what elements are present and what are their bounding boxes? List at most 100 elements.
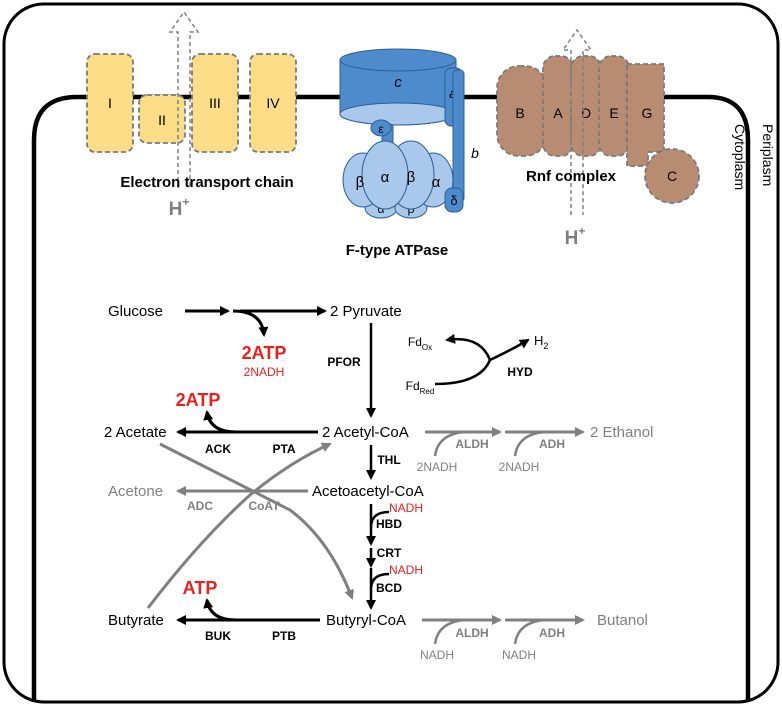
rnf-proton-label: H+ [565, 224, 586, 249]
ethanol-nadh-branch-2 [513, 430, 546, 457]
electron-transport-chain: I II III IV H+ Electron transport chain [86, 10, 297, 220]
hbd-nadh-branch [369, 510, 390, 527]
acetone-label: Acetone [108, 483, 163, 500]
atpase-alpha-right-label: α [432, 174, 441, 191]
atpase-b-stalk [452, 69, 465, 203]
buk-enzyme-label: BUK [205, 629, 231, 643]
glycolysis-nadh-label: 2NADH [244, 365, 285, 379]
butyrate-label: Butyrate [108, 612, 164, 629]
etc-proton-label: H+ [169, 195, 190, 220]
butanol-nadh-1-label: NADH [420, 648, 454, 662]
buk-atp-label: ATP [183, 578, 218, 598]
butanol-label: Butanol [597, 612, 648, 629]
hydrogenase-branch [489, 338, 530, 362]
hyd-enzyme-label: HYD [507, 365, 533, 379]
ferredoxin-cycle [434, 333, 492, 386]
ack-enzyme-label: ACK [205, 442, 231, 456]
etc-label-ii: II [158, 112, 166, 128]
glycolysis-atp-branch [232, 309, 269, 337]
periplasm-label: Periplasm [760, 124, 776, 186]
rnf-subunit-a [542, 55, 574, 157]
atpase-beta-left-label: β [356, 174, 365, 191]
coat-butyrate-to-acetyl-curve [146, 442, 332, 609]
ack-atp-label: 2ATP [176, 390, 221, 410]
metabolic-pathway: Glucose 2 Pyruvate 2ATP 2NADH PFOR FdOx … [104, 303, 653, 662]
acetate-label: 2 Acetate [104, 424, 167, 441]
rnf-subunit-g [626, 63, 665, 167]
rnf-subunit-e [598, 55, 630, 157]
adc-enzyme-label: ADC [187, 499, 213, 513]
thl-enzyme-label: THL [377, 453, 400, 467]
glycolysis-atp-label: 2ATP [242, 343, 287, 363]
cytoplasm-label: Cytoplasm [732, 124, 748, 190]
rnf-title: Rnf complex [526, 168, 617, 185]
etc-label-i: I [108, 95, 112, 111]
butanol-nadh-2-label: NADH [502, 648, 536, 662]
butanol-nadh-branch-2 [513, 618, 546, 645]
rnf-subunit-c [644, 148, 700, 204]
etc-proton-arrow [168, 10, 200, 188]
rnf-subunit-d [570, 55, 602, 157]
atpase-c-label: c [394, 74, 402, 91]
acetyl-coa-label: 2 Acetyl-CoA [322, 424, 409, 441]
fd-ox-label: FdOx [408, 335, 432, 352]
ack-atp-branch [203, 410, 237, 434]
butanol-nadh-branch-1 [433, 618, 466, 645]
rnf-proton-arrow [561, 28, 593, 215]
ethanol-nadh-2-label: 2NADH [499, 460, 540, 474]
rnf-label-g: G [642, 105, 653, 121]
atpase-c-ring-top [339, 48, 457, 72]
butanol-aldh-label: ALDH [455, 626, 488, 640]
ethanol-aldh-label: ALDH [455, 437, 488, 451]
butanol-adh-label: ADH [539, 626, 565, 640]
buk-atp-branch [203, 598, 237, 622]
etc-title: Electron transport chain [120, 174, 293, 191]
hbd-enzyme-label: HBD [376, 517, 402, 531]
atpase-delta-label: δ [450, 193, 457, 208]
ethanol-label: 2 Ethanol [590, 424, 653, 441]
atpase-alpha-center-label: α [381, 169, 390, 186]
butyryl-coa-label: Butyryl-CoA [326, 612, 406, 629]
crt-enzyme-label: CRT [377, 546, 402, 560]
etc-label-iii: III [209, 95, 221, 111]
rnf-label-e: E [609, 105, 618, 121]
bcd-enzyme-label: BCD [376, 581, 402, 595]
atpase-epsilon-subunit [370, 119, 392, 137]
pta-enzyme-label: PTA [272, 442, 295, 456]
h2-label: H2 [534, 333, 548, 351]
acetoacetyl-coa-label: Acetoacetyl-CoA [312, 483, 424, 500]
atpase-alpha-center [361, 140, 409, 210]
hbd-nadh-label: NADH [389, 501, 423, 515]
atpase-beta-center-label: β [407, 169, 416, 186]
pfor-enzyme-label: PFOR [327, 355, 361, 369]
ethanol-adh-label: ADH [539, 437, 565, 451]
etc-complex-i [86, 53, 134, 153]
atpase-epsilon-label: ε [378, 122, 384, 136]
fd-red-label: FdRed [406, 379, 435, 396]
ethanol-nadh-1-label: 2NADH [417, 460, 458, 474]
bcd-nadh-branch [369, 572, 390, 589]
rnf-label-b: B [515, 105, 524, 121]
glucose-label: Glucose [108, 303, 163, 320]
coat-acetate-to-butyryl-curve [159, 442, 354, 600]
rnf-label-c: C [667, 168, 677, 184]
rnf-label-d: D [581, 105, 591, 121]
atpase-b-label: b [471, 145, 479, 161]
atpase-delta-subunit [444, 187, 464, 213]
pyruvate-label: 2 Pyruvate [330, 303, 402, 320]
rnf-label-a: A [553, 105, 563, 121]
rnf-complex: B A D E G C H+ Rnf complex [496, 28, 700, 249]
atpase-title: F-type ATPase [346, 242, 449, 259]
atpase-c-ring-bottom [339, 102, 457, 126]
etc-complex-iii [191, 53, 239, 153]
rnf-subunit-b [496, 65, 548, 157]
f-type-atpase: c a b ε α β β α β α δ F-type ATPase [339, 48, 479, 259]
bcd-nadh-label: NADH [389, 563, 423, 577]
ethanol-nadh-branch-1 [433, 430, 466, 457]
etc-label-iv: IV [266, 95, 280, 111]
etc-complex-ii [138, 94, 186, 144]
etc-complex-iv [249, 53, 297, 153]
ptb-enzyme-label: PTB [272, 629, 296, 643]
